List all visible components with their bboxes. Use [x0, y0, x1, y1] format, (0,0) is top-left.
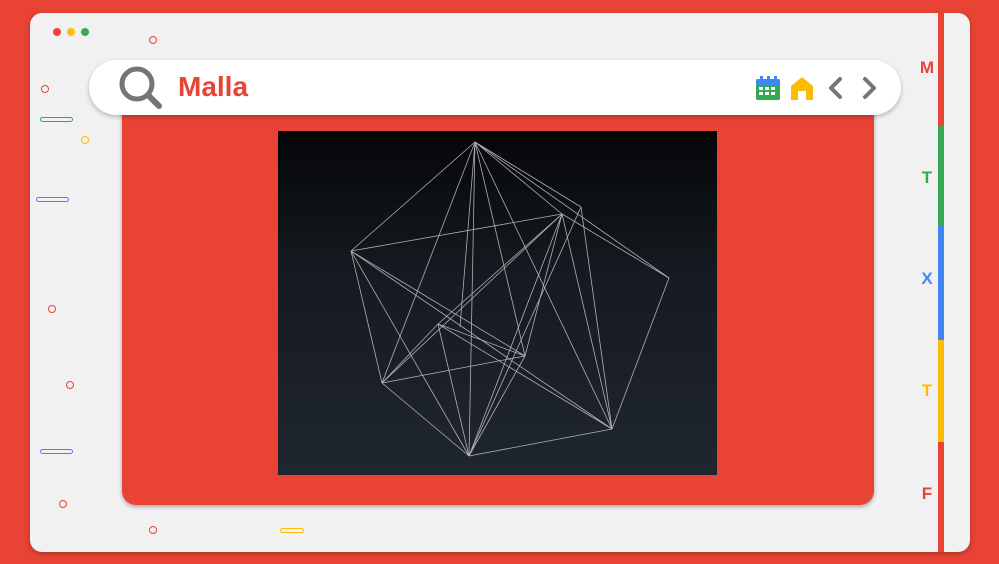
search-query[interactable]: Malla: [178, 71, 249, 102]
tab-stripe-green: [938, 126, 944, 225]
decor-pill: [280, 528, 304, 533]
side-tab-f[interactable]: F: [921, 484, 933, 503]
decor-pill: [36, 197, 69, 202]
decor-ring: [149, 526, 157, 534]
tab-stripe-blue: [938, 225, 944, 340]
chevron-right-icon[interactable]: [856, 74, 882, 102]
search-icon[interactable]: [117, 64, 165, 112]
decor-pill: [40, 117, 73, 122]
decor-ring: [149, 36, 157, 44]
close-dot[interactable]: [53, 28, 61, 36]
side-tab-t-green[interactable]: T: [921, 168, 933, 187]
home-icon[interactable]: [789, 74, 815, 102]
decor-pill: [40, 449, 73, 454]
minimize-dot[interactable]: [67, 28, 75, 36]
decor-ring: [48, 305, 56, 313]
decor-ring: [66, 381, 74, 389]
decor-ring: [59, 500, 67, 508]
tab-stripe-red: [938, 13, 944, 126]
tab-stripe-yellow: [938, 340, 944, 442]
mesh-canvas: [278, 131, 717, 475]
chevron-left-icon[interactable]: [823, 74, 849, 102]
search-bar[interactable]: Malla: [89, 60, 901, 115]
tab-stripe-red-bottom: [938, 442, 944, 552]
side-tab-t-yellow[interactable]: T: [921, 381, 933, 400]
maximize-dot[interactable]: [81, 28, 89, 36]
decor-ring: [41, 85, 49, 93]
wireframe-mesh: [350, 141, 670, 457]
side-tab-m[interactable]: M: [919, 58, 935, 77]
side-tab-x[interactable]: X: [921, 269, 933, 288]
calendar-icon[interactable]: [755, 74, 781, 102]
decor-ring: [81, 136, 89, 144]
window-controls: [53, 28, 89, 36]
